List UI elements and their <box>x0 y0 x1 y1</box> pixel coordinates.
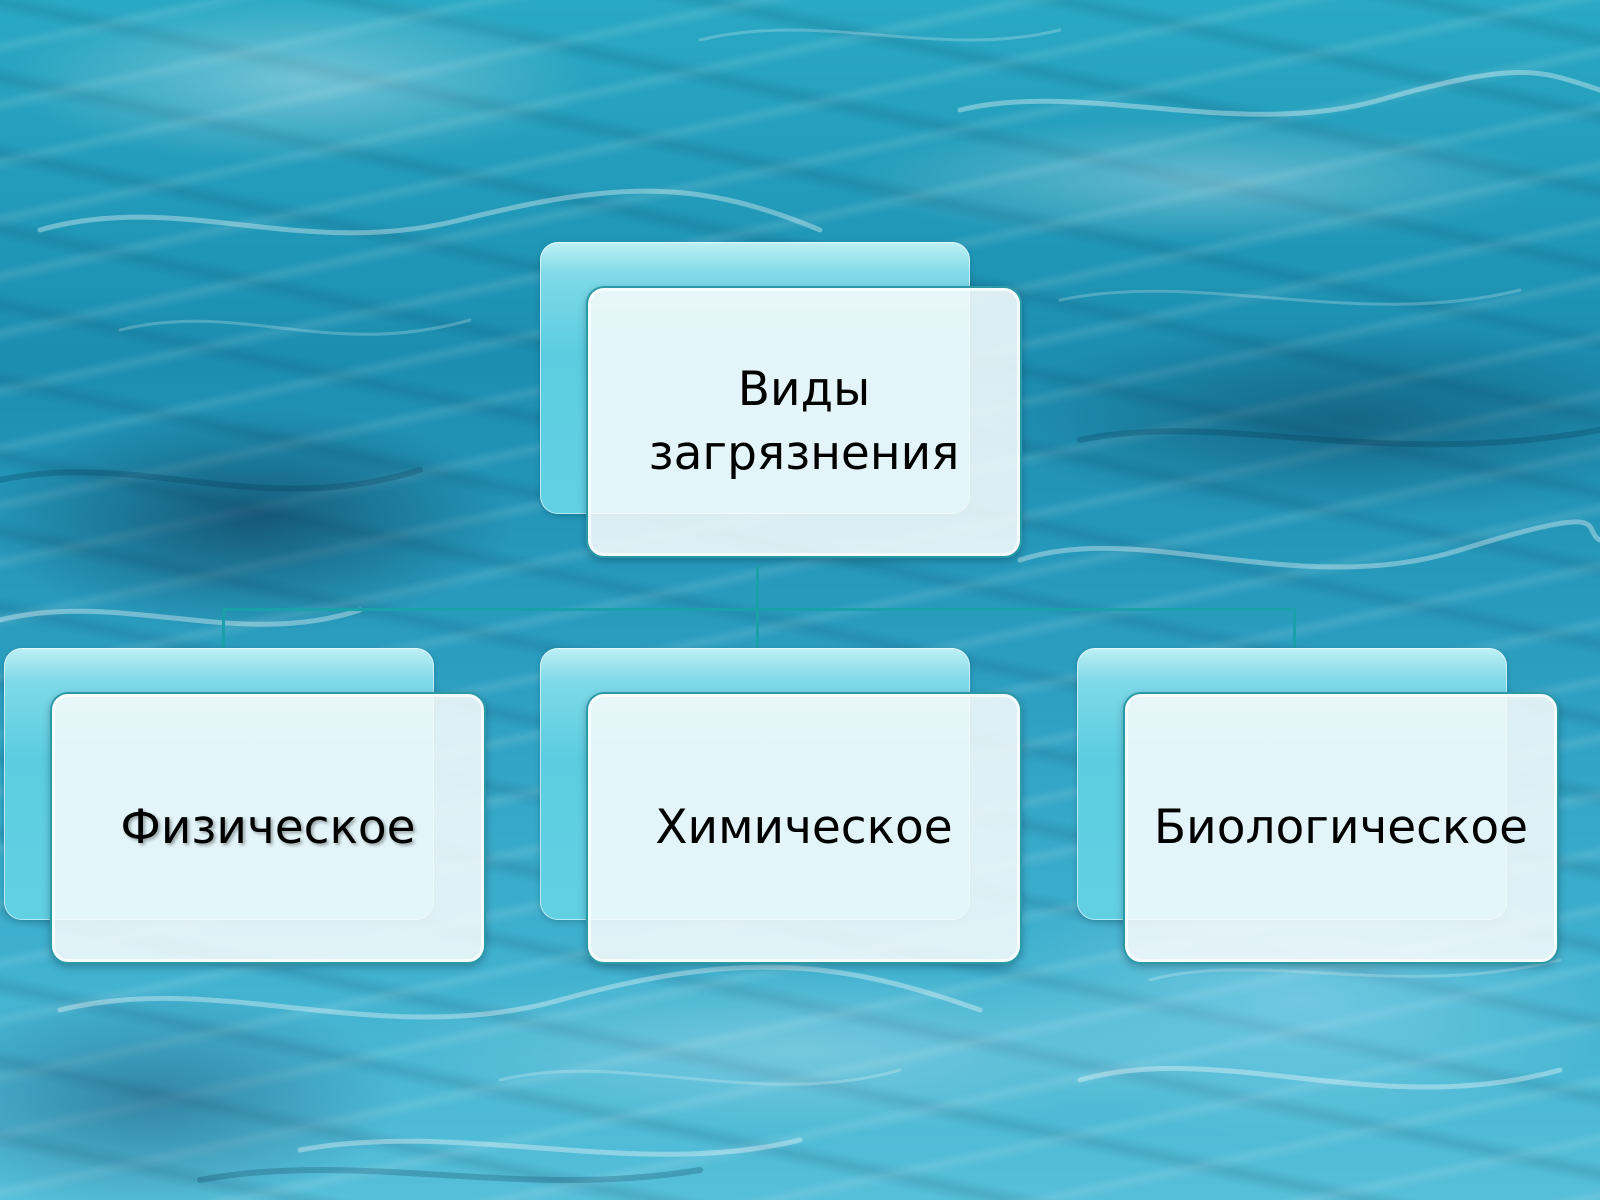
root-node-label-line2: загрязнения <box>648 426 960 481</box>
node-physical-label: Физическое <box>120 800 416 855</box>
connector-right-drop <box>1293 608 1296 648</box>
root-node-card: Виды загрязнения <box>586 286 1022 558</box>
root-node-label: Виды загрязнения <box>649 358 960 486</box>
connector-center-drop <box>756 608 759 648</box>
node-chemical-label: Химическое <box>655 800 953 855</box>
connector-horizontal <box>222 608 1296 611</box>
root-node: Виды загрязнения <box>540 242 1022 558</box>
node-physical-card: Физическое <box>50 692 486 964</box>
node-chemical: Химическое <box>540 648 1022 964</box>
connector-left-drop <box>222 608 225 648</box>
node-physical: Физическое <box>4 648 486 964</box>
node-biological-card: Биологическое <box>1123 692 1559 964</box>
node-biological: Биологическое <box>1077 648 1559 964</box>
root-node-label-line1: Виды <box>737 362 871 417</box>
connector-root-down <box>756 566 759 610</box>
node-biological-label: Биологическое <box>1153 800 1529 855</box>
node-chemical-card: Химическое <box>586 692 1022 964</box>
